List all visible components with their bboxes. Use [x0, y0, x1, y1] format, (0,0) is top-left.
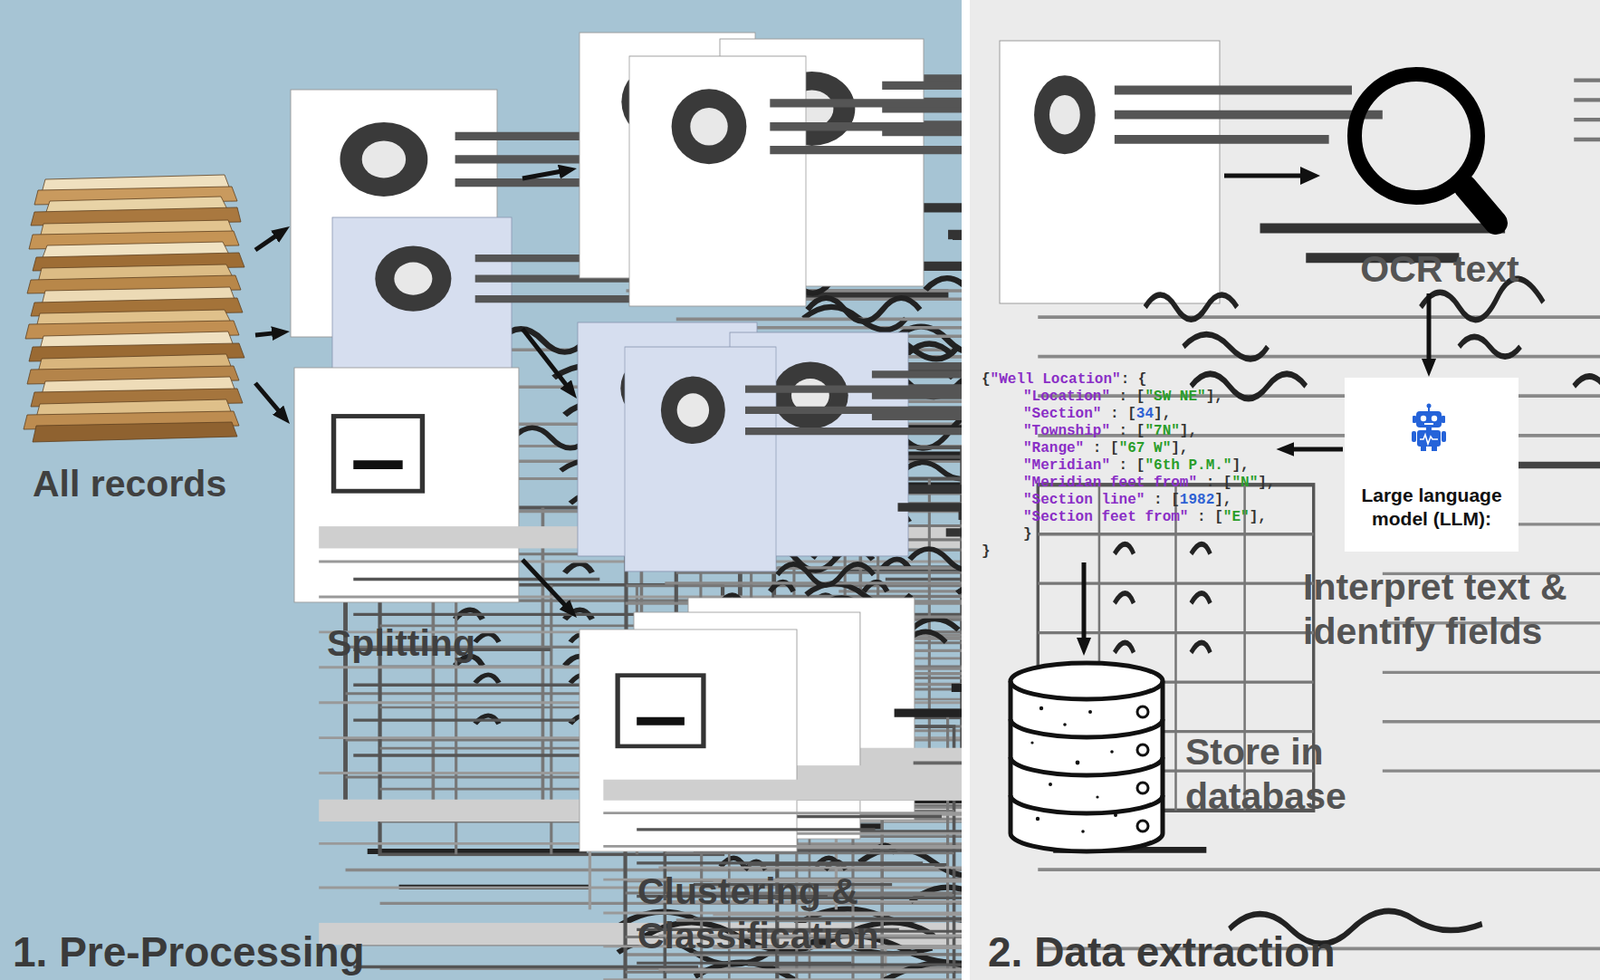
- json-token: ],: [1257, 474, 1275, 491]
- llm-panel: Large language model (LLM):: [1344, 377, 1519, 552]
- json-token: : [: [1110, 388, 1145, 405]
- robot-icon: [1408, 402, 1450, 452]
- stage-panel: OCR text Large language model (LLM): Inte…: [969, 0, 1600, 980]
- json-token: "Meridian feet from": [1023, 474, 1198, 491]
- json-line: "Township" : ["7N"],: [981, 422, 1198, 441]
- records-stack: All records: [19, 171, 254, 507]
- stage-panel: All recordsSplittingClustering & Classif…: [0, 0, 962, 980]
- json-token: "7N": [1144, 422, 1179, 440]
- json-token: "N": [1231, 474, 1258, 491]
- json-token: "SW NE": [1144, 388, 1206, 405]
- llm-box: Large language model (LLM): Interpret tex…: [1296, 377, 1600, 654]
- flow-arrow: [522, 171, 561, 179]
- json-token: {: [981, 371, 991, 388]
- step-label: All records: [32, 461, 227, 507]
- form-clusters: Clustering & Classification: [577, 32, 926, 959]
- json-token: "Section": [1023, 405, 1102, 422]
- json-token: "Location": [1023, 388, 1111, 405]
- json-token: 1982: [1179, 491, 1215, 508]
- json-line: "Section line" : [1982],: [981, 491, 1232, 509]
- json-token: : [: [1110, 422, 1145, 440]
- json-line: "Location" : ["SW NE"],: [981, 388, 1224, 406]
- json-line: "Section feet from" : ["E"],: [981, 508, 1267, 527]
- database-step: Store in database: [1010, 656, 1373, 853]
- flow-arrow: [255, 383, 279, 412]
- flow-arrow: [1292, 447, 1343, 452]
- json-token: : [: [1144, 491, 1179, 508]
- json-token: 34: [1136, 405, 1154, 422]
- step-label: Splitting: [326, 621, 476, 666]
- step-label: OCR text: [1360, 247, 1519, 292]
- json-token: : [: [1188, 508, 1223, 526]
- json-token: : [: [1083, 440, 1119, 457]
- json-line: "Meridian feet from" : ["N"],: [981, 474, 1275, 492]
- flow-arrow: [255, 333, 274, 336]
- json-token: }: [981, 543, 991, 560]
- paper-stack: [23, 174, 245, 442]
- step-label: Clustering & Classification: [637, 869, 919, 959]
- json-line: {"Well Location": {: [981, 371, 1147, 389]
- json-line: "Range" : ["67 W"],: [981, 440, 1189, 458]
- json-token: ],: [1249, 508, 1267, 526]
- json-token: "Range": [1023, 440, 1084, 457]
- scanned-form-image: [999, 40, 1600, 980]
- json-token: }: [1023, 526, 1033, 543]
- box-caption: Interpret text & identify fields: [1302, 565, 1597, 654]
- flow-arrow: [1427, 293, 1432, 361]
- json-token: ],: [1231, 457, 1249, 474]
- json-output: {"Well Location": {"Location" : ["SW NE"…: [981, 371, 1275, 561]
- box-label: Large language model (LLM):: [1353, 483, 1510, 531]
- json-token: "E": [1223, 508, 1250, 526]
- json-token: ],: [1206, 388, 1224, 405]
- json-token: "Section feet from": [1023, 508, 1189, 526]
- json-token: ],: [1170, 440, 1189, 457]
- json-token: "Section line": [1023, 491, 1145, 508]
- scan-arrow: [1224, 166, 1321, 185]
- split-form-images: [290, 89, 962, 980]
- json-token: : [: [1197, 474, 1232, 491]
- json-token: ],: [1153, 405, 1171, 422]
- ocr-step: OCR text: [1349, 63, 1531, 292]
- clustered-form-images: [577, 32, 962, 980]
- magnifier-icon: [1354, 74, 1496, 223]
- json-token: "Well Location": [990, 371, 1121, 388]
- json-token: : [: [1101, 405, 1136, 422]
- split-forms: Splitting: [290, 89, 521, 666]
- json-token: "Township": [1023, 422, 1111, 440]
- json-token: ],: [1179, 422, 1198, 440]
- json-line: }: [981, 543, 991, 561]
- step-label: Store in database: [1185, 729, 1367, 819]
- database-icon: [1010, 662, 1163, 852]
- flow-arrow: [1082, 562, 1087, 640]
- flow-arrow: [255, 235, 277, 250]
- json-token: : {: [1120, 371, 1148, 388]
- json-token: "Meridian": [1023, 457, 1111, 474]
- json-line: "Meridian" : ["6th P.M."],: [981, 457, 1250, 475]
- flow-arrow: [522, 559, 566, 606]
- json-token: "6th P.M.": [1144, 457, 1232, 474]
- panel-title: 1. Pre-Processing: [12, 927, 365, 978]
- json-token: : [: [1110, 457, 1145, 474]
- panel-title: 2. Data extraction: [987, 927, 1335, 978]
- json-line: }: [981, 526, 1033, 544]
- flow-arrow: [522, 328, 567, 386]
- json-token: "67 W": [1119, 440, 1172, 457]
- json-line: "Section" : [34],: [981, 405, 1171, 423]
- json-token: ],: [1214, 491, 1232, 508]
